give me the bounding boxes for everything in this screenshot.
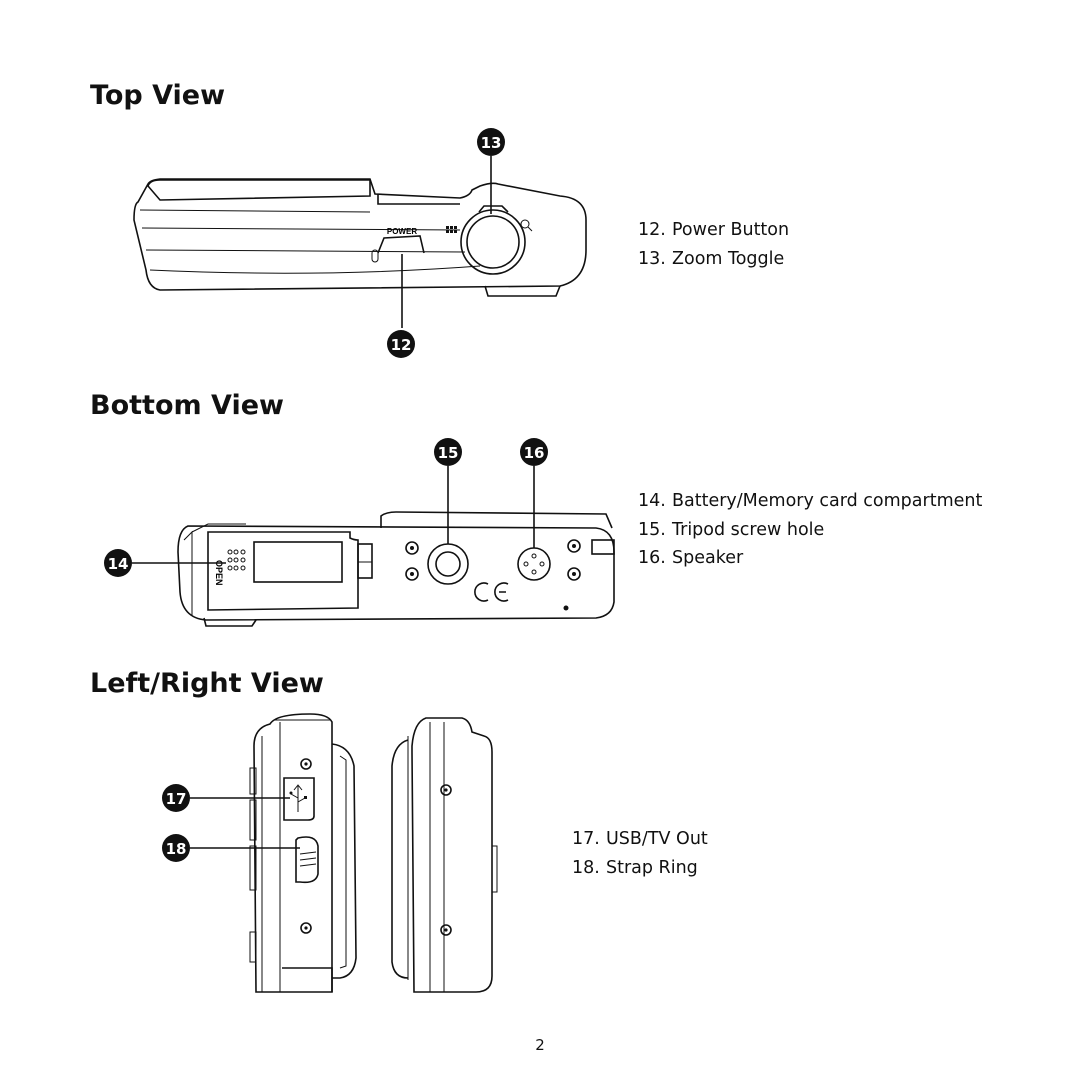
screw <box>405 567 419 581</box>
open-dots <box>227 549 246 571</box>
callout-badge-18: 18 <box>162 834 190 862</box>
strap-ring <box>295 836 319 884</box>
bottom-view-heading: Bottom View <box>90 390 284 421</box>
legend-item: 14.Battery/Memory card compartment <box>638 491 983 511</box>
top-view-diagram: POWER 13 12 <box>133 128 587 358</box>
screw <box>300 758 312 770</box>
left-right-view-heading: Left/Right View <box>90 668 324 699</box>
top-view-legend: 12.Power Button 13.Zoom Toggle <box>638 216 789 273</box>
speaker <box>517 547 551 581</box>
callout-badge-15: 15 <box>434 438 462 466</box>
svg-text:14: 14 <box>108 555 129 573</box>
thumbnail-grid-icon <box>446 226 457 233</box>
svg-text:18: 18 <box>166 840 187 858</box>
svg-text:16: 16 <box>524 444 545 462</box>
callout-badge-13: 13 <box>477 128 505 156</box>
svg-text:13: 13 <box>481 134 502 152</box>
screw <box>300 922 312 934</box>
left-right-view-legend: 17.USB/TV Out 18.Strap Ring <box>572 825 708 882</box>
callout-badge-17: 17 <box>162 784 190 812</box>
svg-text:17: 17 <box>166 790 187 808</box>
zoom-magnifier-icon <box>520 219 533 232</box>
svg-text:12: 12 <box>391 336 412 354</box>
svg-text:15: 15 <box>438 444 459 462</box>
legend-item: 15.Tripod screw hole <box>638 519 825 540</box>
legend-item: 16.Speaker <box>638 548 744 568</box>
screw <box>440 924 452 936</box>
tripod-screw-hole <box>427 543 469 585</box>
legend-item: 13.Zoom Toggle <box>638 248 785 269</box>
callout-badge-16: 16 <box>520 438 548 466</box>
left-side-view <box>249 713 357 993</box>
usb-icon <box>289 784 307 812</box>
usb-tv-out-port <box>283 777 315 821</box>
screw <box>440 784 452 796</box>
bottom-view-diagram: OPEN 15 16 14 <box>104 438 615 627</box>
page-number: 2 <box>535 1036 545 1054</box>
right-side-view <box>391 717 498 993</box>
top-view-heading: Top View <box>90 80 226 111</box>
callout-badge-12: 12 <box>387 330 415 358</box>
legend-item: 18.Strap Ring <box>572 857 698 878</box>
power-led <box>371 249 379 263</box>
bottom-view-legend: 14.Battery/Memory card compartment 15.Tr… <box>638 487 982 573</box>
screw <box>405 541 419 555</box>
legend-item: 12.Power Button <box>638 220 790 240</box>
open-label: OPEN <box>214 560 224 586</box>
screw <box>567 539 581 553</box>
zoom-toggle <box>460 205 526 275</box>
callout-badge-14: 14 <box>104 549 132 577</box>
left-right-view-diagram: 17 18 <box>162 713 498 993</box>
power-label: POWER <box>387 227 417 236</box>
screw <box>567 567 581 581</box>
legend-item: 17.USB/TV Out <box>572 829 708 849</box>
